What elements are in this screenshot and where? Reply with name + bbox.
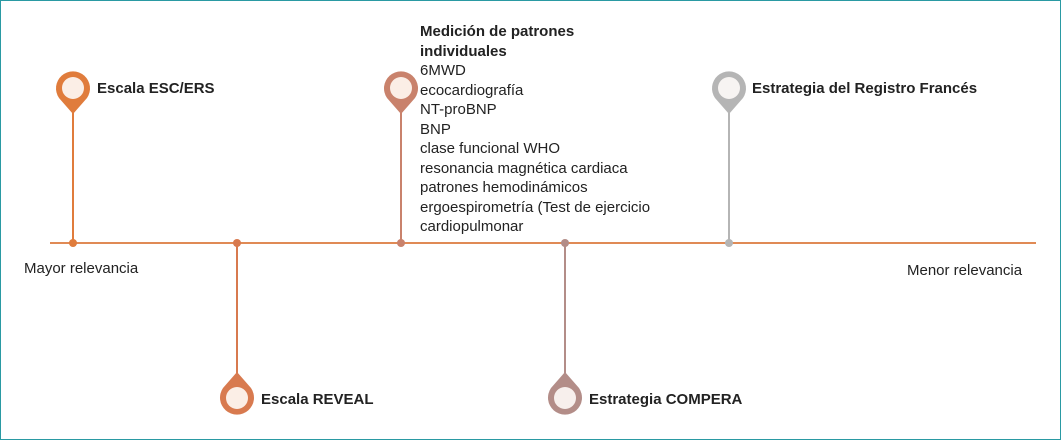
label-esc-ers: Escala ESC/ERS xyxy=(97,80,215,97)
patrones-list: Medición de patrones individuales 6MWD e… xyxy=(420,22,650,237)
list-item: resonancia magnética cardiaca xyxy=(420,159,628,177)
label-reveal: Escala REVEAL xyxy=(261,391,374,408)
label-compera: Estrategia COMPERA xyxy=(589,391,743,408)
list-item: cardiopulmonar xyxy=(420,218,524,235)
list-item: NT-proBNP xyxy=(420,101,497,118)
axis-dot-compera xyxy=(561,239,569,247)
axis-dot-patrones xyxy=(397,239,405,247)
list-item: ecocardiografía xyxy=(420,81,524,99)
map-pin-icon-compera xyxy=(548,372,582,415)
map-pin-icon-reveal xyxy=(220,372,254,415)
map-pin-icon-patrones xyxy=(383,71,418,114)
axis-dot-registro-frances xyxy=(725,239,733,247)
label-patrones: Medición de patrones individuales xyxy=(420,23,575,60)
map-pin-icon-esc-ers xyxy=(56,71,90,114)
axis-dot-esc-ers xyxy=(69,239,77,247)
map-pin-icon-registro-frances xyxy=(712,71,746,114)
axis-dot-reveal xyxy=(233,239,241,247)
axis-right-label: Menor relevancia xyxy=(907,262,1023,279)
label-registro-frances: Estrategia del Registro Francés xyxy=(752,80,978,97)
list-item: BNP xyxy=(420,120,451,138)
list-item: ergoespirometría (Test de ejercicio xyxy=(420,198,651,216)
list-item: 6MWD xyxy=(420,62,466,79)
list-item: patrones hemodinámicos xyxy=(420,179,588,196)
list-item: clase funcional WHO xyxy=(420,140,561,157)
axis-left-label: Mayor relevancia xyxy=(24,260,139,277)
